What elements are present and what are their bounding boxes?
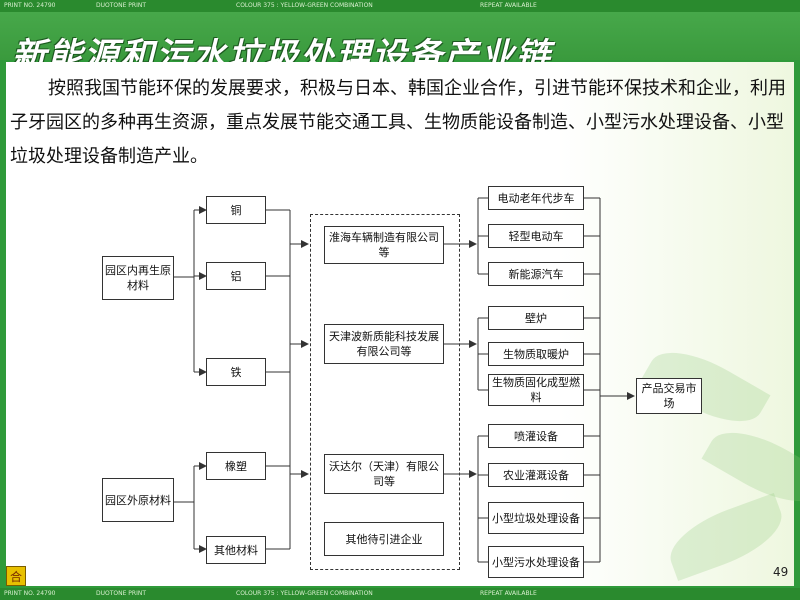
material-other: 其他材料	[206, 536, 266, 564]
duotone-text: DUOTONE PRINT	[96, 2, 147, 9]
logo-icon: 合	[6, 566, 26, 586]
colour-text: COLOUR 375 : YELLOW-GREEN COMBINATION	[236, 590, 373, 597]
product-market: 产品交易市场	[636, 378, 702, 414]
product-elderly-scooter: 电动老年代步车	[488, 186, 584, 210]
material-aluminum: 铝	[206, 262, 266, 290]
page-number: 49	[773, 565, 789, 579]
slide-content: 按照我国节能环保的发展要求，积极与日本、韩国企业合作，引进节能环保技术和企业，利…	[6, 62, 800, 586]
product-light-ev: 轻型电动车	[488, 224, 584, 248]
company-huaihai: 淮海车辆制造有限公司等	[324, 226, 444, 264]
print-no-text: PRINT NO. 24790	[4, 2, 56, 9]
source-outside-park: 园区外原材料	[102, 478, 174, 522]
intro-paragraph: 按照我国节能环保的发展要求，积极与日本、韩国企业合作，引进节能环保技术和企业，利…	[10, 78, 786, 167]
company-tianjin-boxin: 天津波新质能科技发展有限公司等	[324, 324, 444, 364]
product-fireplace: 壁炉	[488, 306, 584, 330]
repeat-text: REPEAT AVAILABLE	[480, 590, 537, 597]
material-copper: 铜	[206, 196, 266, 224]
repeat-text: REPEAT AVAILABLE	[480, 2, 537, 9]
product-new-energy-car: 新能源汽车	[488, 262, 584, 286]
product-sprinkler: 喷灌设备	[488, 424, 584, 448]
bottom-print-strip: PRINT NO. 24790 DUOTONE PRINT COLOUR 375…	[0, 588, 800, 600]
title-band: 新能源和污水垃圾处理设备产业链	[0, 12, 800, 76]
product-sewage-equipment: 小型污水处理设备	[488, 546, 584, 578]
duotone-text: DUOTONE PRINT	[96, 590, 147, 597]
print-no-text: PRINT NO. 24790	[4, 590, 56, 597]
company-group-dashed	[310, 214, 460, 570]
material-iron: 铁	[206, 358, 266, 386]
product-biomass-heater: 生物质取暖炉	[488, 342, 584, 366]
top-print-strip: PRINT NO. 24790 DUOTONE PRINT COLOUR 375…	[0, 0, 800, 12]
product-irrigation: 农业灌溉设备	[488, 463, 584, 487]
colour-text: COLOUR 375 : YELLOW-GREEN COMBINATION	[236, 2, 373, 9]
product-garbage-equipment: 小型垃圾处理设备	[488, 502, 584, 534]
material-rubber-plastic: 橡塑	[206, 452, 266, 480]
company-to-be-introduced: 其他待引进企业	[324, 522, 444, 556]
connector-lines	[174, 197, 635, 563]
company-wodaer: 沃达尔（天津）有限公司等	[324, 454, 444, 494]
product-biomass-fuel: 生物质固化成型燃料	[488, 374, 584, 406]
source-inside-park: 园区内再生原材料	[102, 256, 174, 300]
